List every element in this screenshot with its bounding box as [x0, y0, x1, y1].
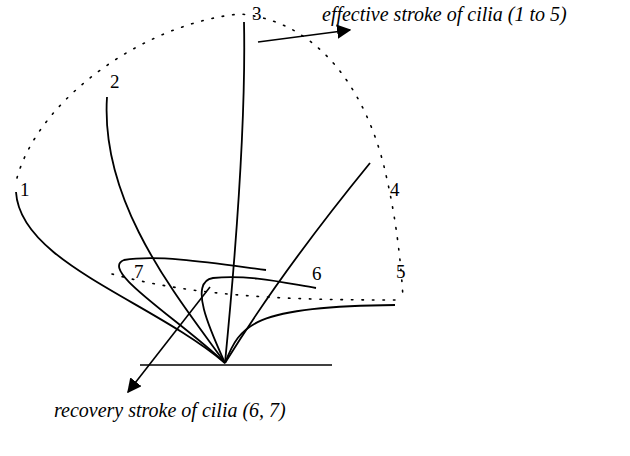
cilium	[225, 305, 395, 363]
callout-number: 6	[312, 264, 322, 283]
cilium	[107, 97, 225, 363]
cilium	[225, 22, 244, 363]
callout-number: 5	[396, 262, 406, 281]
callout-number: 1	[20, 180, 30, 199]
pointer-arrow	[258, 30, 350, 42]
cilium-group	[16, 22, 395, 363]
cilium	[225, 163, 370, 363]
callout-number: 4	[390, 180, 400, 199]
callout-number: 7	[134, 262, 144, 281]
stroke-caption: recovery stroke of cilia (6, 7)	[54, 400, 286, 420]
callout-number: 3	[252, 4, 262, 23]
cilium	[202, 277, 316, 363]
cilium	[16, 192, 225, 363]
stroke-envelope	[17, 14, 403, 298]
stroke-caption: effective stroke of cilia (1 to 5)	[322, 4, 567, 24]
pointer-arrow	[128, 287, 210, 392]
callout-number: 2	[110, 72, 120, 91]
cell-surface	[140, 364, 332, 366]
